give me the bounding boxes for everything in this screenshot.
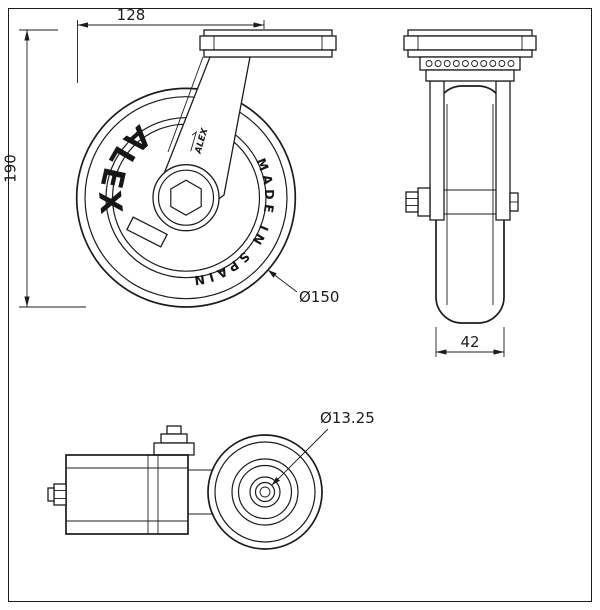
dim-wheel-width: 42 <box>435 327 505 357</box>
dim-bolt-hole-label: Ø13.25 <box>320 409 375 427</box>
axle-stub-top <box>53 483 67 506</box>
bearing-balls <box>425 60 515 67</box>
top-view <box>47 425 323 550</box>
dim-top-width-label: 128 <box>117 6 146 24</box>
dim-overall-height: 190 <box>2 29 86 308</box>
hub-key-tab <box>126 216 168 248</box>
dim-top-width: 128 <box>77 6 265 83</box>
side-view <box>403 29 537 324</box>
raceway-outer-circle <box>207 434 323 550</box>
wheel-front <box>75 87 297 308</box>
fork-side <box>429 80 511 221</box>
top-plate-front <box>199 29 337 58</box>
dim-wheel-width-label: 42 <box>460 333 479 351</box>
dim-wheel-diameter: Ø150 <box>267 269 339 306</box>
dimensions: 128 190 Ø150 <box>2 6 505 486</box>
wheel-outer-circle <box>75 87 297 308</box>
hub-front <box>152 164 220 232</box>
fork-logo-arrow-icon <box>190 130 198 152</box>
sheet-border <box>8 8 592 602</box>
bolt-hole-circle <box>254 481 276 503</box>
axle-hex-nut <box>170 179 202 216</box>
swivel-circles-top <box>207 434 323 550</box>
top-plate-side <box>403 29 537 82</box>
wheel-top <box>47 454 213 535</box>
dim-bolt-hole: Ø13.25 <box>271 409 375 486</box>
dim-wheel-diameter-label: Ø150 <box>299 288 339 306</box>
axle-nut-side <box>405 191 419 213</box>
dim-overall-height-label: 190 <box>2 154 20 183</box>
axle-side <box>405 187 519 217</box>
